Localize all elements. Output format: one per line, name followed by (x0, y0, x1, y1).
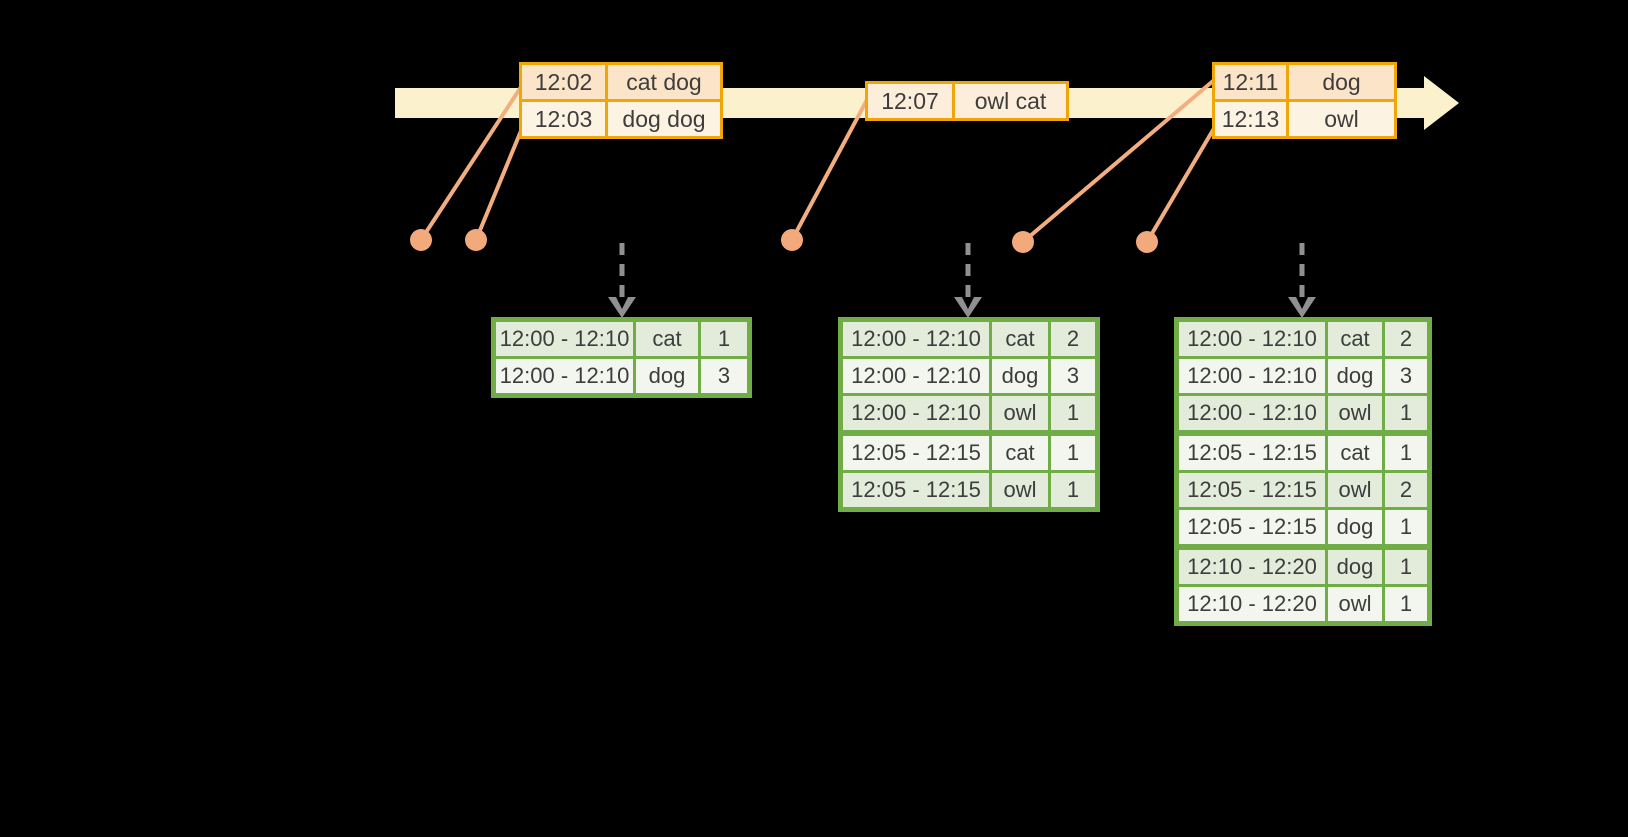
table-cell: 12:05 - 12:15 (1175, 430, 1328, 473)
table-cell: owl (989, 393, 1051, 435)
event-dot (1012, 231, 1034, 253)
table-cell: dog (1286, 62, 1397, 102)
table-cell: 12:00 - 12:10 (839, 356, 992, 396)
table-cell: 12:05 - 12:15 (1175, 470, 1328, 510)
table-cell: cat dog (605, 62, 723, 102)
table-cell: 12:00 - 12:10 (1175, 393, 1328, 435)
table-cell: 3 (1048, 356, 1099, 396)
table-cell: 12:02 (519, 62, 608, 102)
arrow-down-icon (954, 297, 982, 318)
table-cell: dog dog (605, 99, 723, 139)
table-cell: owl (989, 470, 1051, 511)
table-cell: 12:07 (865, 81, 955, 121)
table-cell: owl (1286, 99, 1397, 139)
event-connector-line (790, 96, 870, 242)
trigger-arrows (608, 243, 1316, 318)
table-cell: owl (1325, 584, 1385, 625)
timeline-arrowhead-icon (1424, 76, 1459, 130)
table-cell: 12:00 - 12:10 (1175, 356, 1328, 396)
table-cell: 1 (1382, 430, 1431, 473)
table-cell: cat (1325, 318, 1385, 359)
table-cell: cat (989, 430, 1051, 473)
event-dot (781, 229, 803, 251)
event-connector-line (1021, 79, 1215, 244)
table-cell: 1 (1048, 430, 1099, 473)
table-cell: dog (633, 356, 701, 397)
table-cell: cat (633, 318, 701, 359)
table-cell: owl cat (952, 81, 1069, 121)
table-cell: owl (1325, 393, 1385, 435)
table-cell: 1 (1048, 393, 1099, 435)
table-cell: 3 (1382, 356, 1431, 396)
table-cell: 2 (1048, 318, 1099, 359)
table-cell: 1 (1382, 507, 1431, 549)
event-dot (465, 229, 487, 251)
table-cell: 12:10 - 12:20 (1175, 584, 1328, 625)
event-connectors (419, 79, 1218, 244)
table-cell: 1 (1048, 470, 1099, 511)
table-cell: 1 (698, 318, 751, 359)
table-cell: dog (1325, 356, 1385, 396)
table-cell: 12:05 - 12:15 (839, 470, 992, 511)
table-cell: 12:00 - 12:10 (492, 356, 636, 397)
table-cell: 12:13 (1212, 99, 1289, 139)
table-cell: 12:03 (519, 99, 608, 139)
table-cell: 2 (1382, 318, 1431, 359)
table-cell: dog (989, 356, 1051, 396)
table-cell: 1 (1382, 584, 1431, 625)
event-connector-line (474, 124, 525, 242)
event-dot (410, 229, 432, 251)
arrow-down-icon (1288, 297, 1316, 318)
table-cell: dog (1325, 507, 1385, 549)
table-cell: 1 (1382, 544, 1431, 587)
table-cell: dog (1325, 544, 1385, 587)
event-connector-line (419, 85, 523, 242)
event-markers (410, 229, 1158, 253)
event-dot (1136, 231, 1158, 253)
table-cell: 3 (698, 356, 751, 397)
table-cell: 1 (1382, 393, 1431, 435)
table-cell: owl (1325, 470, 1385, 510)
arrow-down-icon (608, 297, 636, 318)
table-cell: 12:11 (1212, 62, 1289, 102)
event-connector-line (1145, 123, 1218, 244)
table-cell: cat (989, 318, 1051, 359)
table-cell: 12:00 - 12:10 (839, 393, 992, 435)
table-cell: 12:00 - 12:10 (1175, 318, 1328, 359)
table-cell: 12:00 - 12:10 (839, 318, 992, 359)
table-cell: 12:00 - 12:10 (492, 318, 636, 359)
table-cell: 12:05 - 12:15 (1175, 507, 1328, 549)
table-cell: 12:05 - 12:15 (839, 430, 992, 473)
table-cell: 12:10 - 12:20 (1175, 544, 1328, 587)
table-cell: 2 (1382, 470, 1431, 510)
table-cell: cat (1325, 430, 1385, 473)
